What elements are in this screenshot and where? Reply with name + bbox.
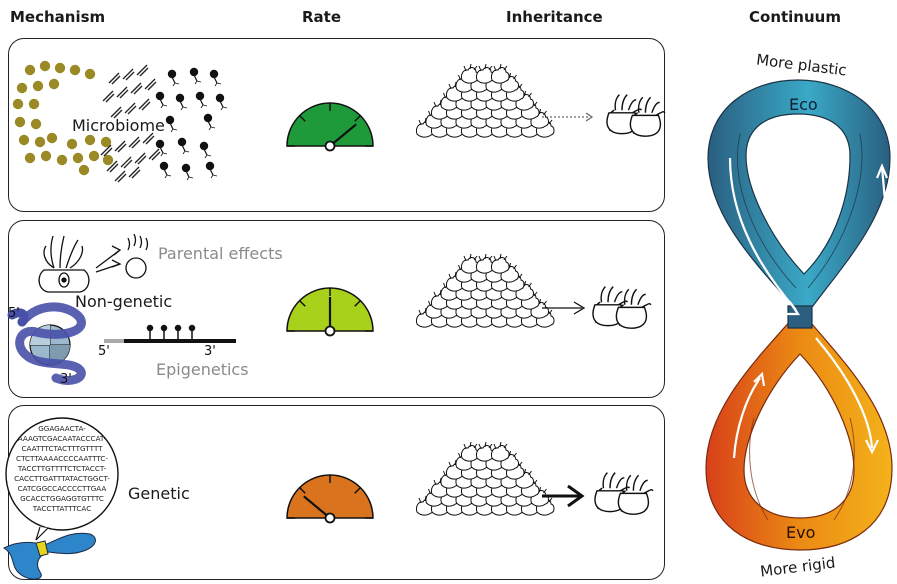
dotted-arrow [542,112,594,122]
three-prime-label-b: 3' [204,344,216,359]
epigenetics-label: Epigenetics [156,360,249,379]
five-prime-label-b: 5' [98,344,110,359]
evo-loop [705,309,893,551]
rate-gauge-non-genetic [286,287,374,337]
microbiome-label: Microbiome [72,116,165,135]
dna-sequence-line: CATCGGCCACCCCTTGAA [18,484,107,493]
mechanism-header: Mechanism [10,8,106,26]
rate-gauge-microbiome [286,102,374,152]
polyp-icon-3 [594,471,654,515]
continuum-figure-eight [705,79,893,551]
dna-sequence-line: GGAGAACTA- [38,424,86,433]
rate-header: Rate [302,8,342,26]
thin-arrow [542,301,586,315]
continuum-header: Continuum [749,8,841,26]
non-genetic-label: Non-genetic [75,292,173,311]
gauge-needle [329,123,357,147]
dna-sequence-line: CAATTTCTACTTTGTTTT [21,444,103,453]
parental-effects-label: Parental effects [158,244,283,263]
genetic-label: Genetic [128,484,190,503]
eco-label: Eco [789,95,818,114]
heap-3 [415,441,555,516]
dna-sequence-line: TACCTTGTTTTCTCTACCT- [17,464,107,473]
gauge-needle [303,495,331,519]
rate-gauge-genetic [286,474,374,524]
flow-arrows [728,157,889,459]
dna-sequence-line: CACCTTGATTTATACTGGCT- [14,474,110,483]
evo-label: Evo [786,523,816,542]
polyp-icon-1 [606,93,666,137]
dna-sequence-line: CTCTTAAAACCCCAATTTC- [16,454,108,463]
dna-sequence-line: TACCTTATTTCAC [32,504,91,513]
three-prime-label-a: 3' [60,372,72,387]
inheritance-header: Inheritance [506,8,603,26]
heap-2 [415,253,555,328]
heap-1 [415,63,555,138]
polyp-icon-2 [592,285,652,329]
eco-loop [707,79,891,319]
gauge-fill [286,474,374,519]
five-prime-label-a: 5' [8,306,20,321]
dna-sequence-line: AAAGTCGACAATACCCAT- [18,434,107,443]
dna-sequence-line: GCACCTGGAGGTGTTTC [20,494,104,503]
gauge-fill [286,102,374,147]
bold-arrow [542,484,585,508]
